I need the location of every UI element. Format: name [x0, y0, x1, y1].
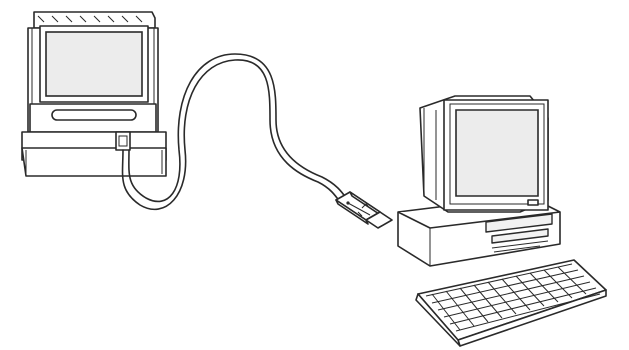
- recorder-device-icon: [22, 12, 166, 176]
- recorder-slot: [52, 110, 136, 120]
- desktop-computer-icon: [398, 96, 560, 266]
- recorder-screen: [46, 32, 142, 96]
- monitor-power-button: [528, 200, 538, 205]
- recorder-usb-port: [116, 132, 130, 150]
- monitor-screen: [456, 110, 538, 196]
- recorder-foot: [22, 148, 166, 176]
- keyboard-icon: [416, 260, 606, 346]
- usb-plug: [336, 192, 392, 228]
